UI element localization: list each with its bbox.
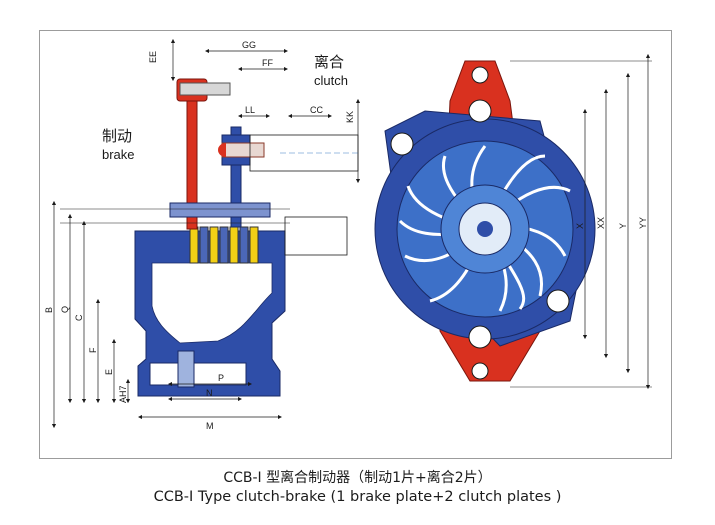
drawing-frame: 离合 clutch 制动 brake GG FF EE LL CC KK B Q… <box>39 30 672 459</box>
dim-n: N <box>206 388 213 398</box>
brake-label-en: brake <box>102 147 135 162</box>
clutch-label-en: clutch <box>314 73 348 88</box>
clutch-arm <box>230 126 242 228</box>
dim-y: Y <box>618 223 628 229</box>
dim-h7: AH7 <box>118 385 128 403</box>
dim-m: M <box>206 421 214 431</box>
clutch-pin <box>221 142 265 158</box>
dim-cc: CC <box>310 105 323 115</box>
dim-yy: YY <box>638 217 648 229</box>
dim-q: Q <box>60 306 70 313</box>
dim-kk: KK <box>345 111 355 123</box>
technical-drawing: 离合 clutch 制动 brake GG FF EE LL CC KK B Q… <box>44 38 652 431</box>
dim-gg: GG <box>242 40 256 50</box>
hub-bolt <box>177 350 195 388</box>
side-dimension-lines <box>51 38 361 429</box>
friction-plates <box>189 226 259 264</box>
side-section-view <box>60 78 359 397</box>
front-view <box>374 60 596 382</box>
dim-ll: LL <box>245 105 255 115</box>
dim-f: F <box>88 347 98 353</box>
top-bolt-row <box>169 202 271 218</box>
mounting-holes <box>390 66 570 380</box>
caption-chinese: CCB-I 型离合制动器（制动1片+离合2片） <box>223 470 492 486</box>
brake-label-cn: 制动 <box>102 128 132 145</box>
clutch-label-cn: 离合 <box>314 54 344 71</box>
front-dimension-lines <box>510 53 652 390</box>
dim-x: X <box>575 223 585 229</box>
dim-ee: EE <box>148 51 158 63</box>
lower-shaft <box>284 216 348 256</box>
dim-p: P <box>218 373 224 383</box>
dim-e: E <box>104 369 114 375</box>
caption-english: CCB-I Type clutch-brake (1 brake plate+2… <box>153 489 562 505</box>
dim-xx: XX <box>596 217 606 229</box>
dim-c: C <box>74 314 84 321</box>
housing-cavity <box>151 262 273 344</box>
clutch-pin-tip <box>218 143 226 157</box>
dim-b: B <box>44 307 54 313</box>
brake-pin <box>179 82 231 96</box>
dim-ff: FF <box>262 58 273 68</box>
hub <box>149 362 247 386</box>
